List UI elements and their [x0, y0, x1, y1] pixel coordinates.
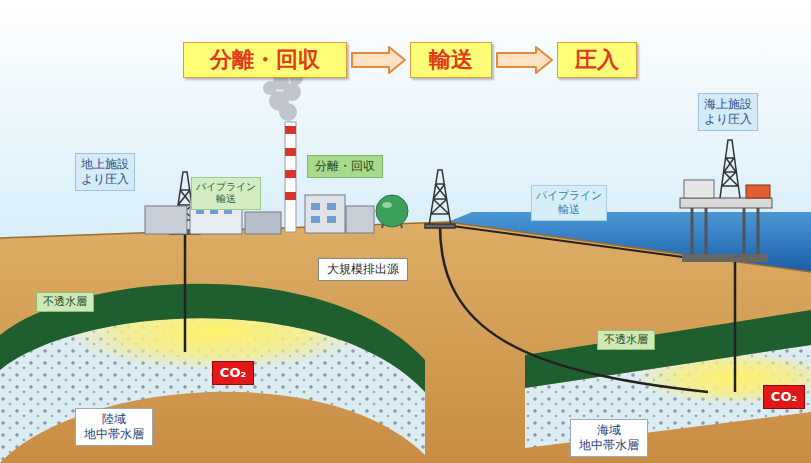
layer-label-text: 不透水層 [604, 333, 648, 347]
injection-label-text: 海上施設より圧入 [703, 97, 753, 127]
factory [145, 71, 408, 234]
injection-label: 地上施設より圧入 [75, 153, 135, 191]
ground [0, 222, 811, 463]
co2-label-text: CO₂ [771, 389, 797, 405]
flow-step-box: 圧入 [557, 42, 637, 78]
layer-label: 不透水層 [597, 330, 655, 350]
flow-step-box-text: 輸送 [429, 46, 473, 74]
layer-label-text: 不透水層 [43, 295, 87, 309]
aquifer-label: 陸域 地中帯水層 [75, 408, 153, 446]
offshore-platform [680, 140, 772, 262]
flow-step-box-text: 分離・回収 [210, 46, 320, 74]
injection-wells [185, 226, 735, 392]
flow-step-box: 輸送 [410, 42, 492, 78]
emission-source-label: 大規模排出源 [318, 258, 408, 281]
injection-label-text: 地上施設より圧入 [80, 157, 130, 187]
capture-label-text: 分離・回収 [315, 159, 375, 174]
flow-step-box: 分離・回収 [183, 42, 347, 78]
storage-tank [376, 195, 408, 227]
pipeline-label-text: パイプライン輸送 [195, 181, 257, 206]
aquifer-label: 海域 地中帯水層 [570, 419, 648, 457]
emission-source-label-text: 大規模排出源 [327, 262, 399, 277]
land-aquifer [0, 284, 425, 463]
aquifer-label-text: 海域 地中帯水層 [579, 423, 639, 453]
flow-arrow [352, 47, 405, 73]
flow-arrow [497, 47, 552, 73]
smoke [263, 71, 303, 121]
co2-label-text: CO₂ [220, 365, 246, 381]
capture-label: 分離・回収 [307, 155, 383, 178]
pipeline-label: パイプライン輸送 [531, 185, 607, 221]
sea-aquifer [525, 310, 811, 448]
pipeline-derrick [425, 170, 455, 228]
smokestack [285, 122, 296, 232]
injection-label: 海上施設より圧入 [698, 93, 758, 131]
aquifer-label-text: 陸域 地中帯水層 [84, 412, 144, 442]
flow-step-box-text: 圧入 [575, 46, 619, 74]
layer-label: 不透水層 [36, 292, 94, 312]
co2-label: CO₂ [212, 361, 254, 385]
pipeline-label: パイプライン輸送 [191, 177, 261, 210]
pipeline-label-text: パイプライン輸送 [535, 189, 603, 217]
co2-label: CO₂ [763, 385, 805, 409]
